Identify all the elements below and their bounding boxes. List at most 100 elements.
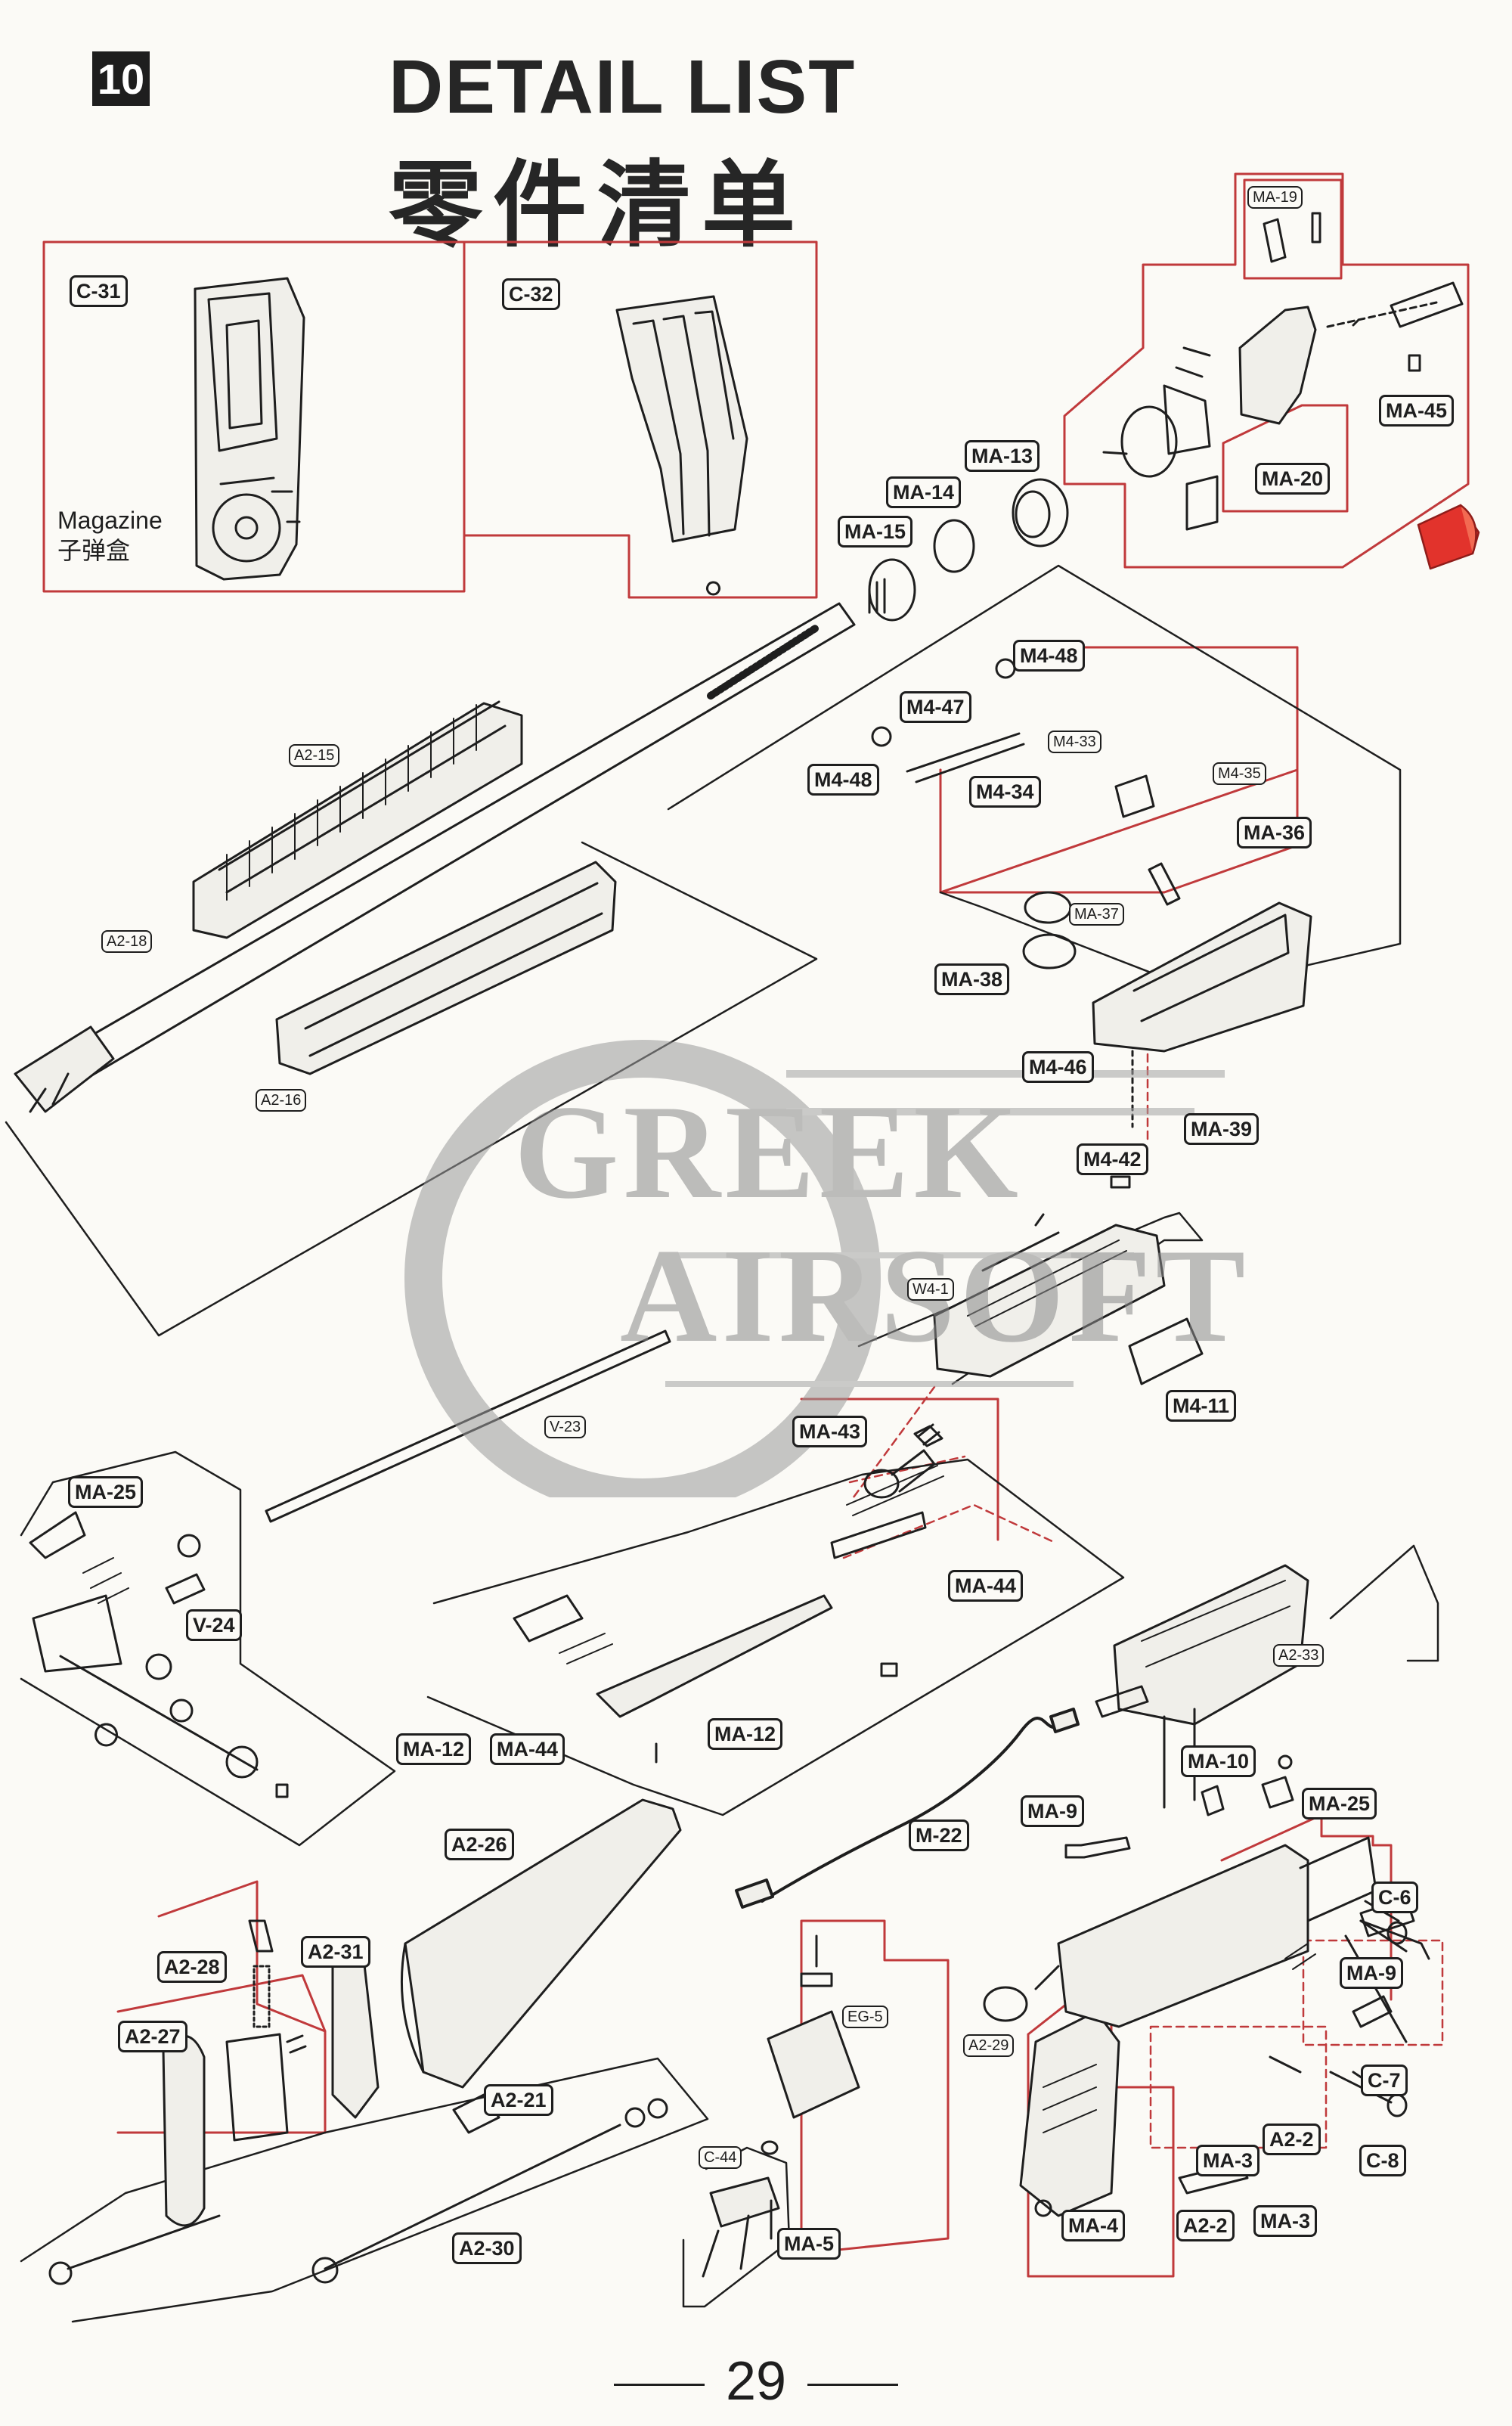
part-tag-m435: M4-35 <box>1213 762 1266 785</box>
outline-charging-handle <box>426 1458 1125 1816</box>
part-tag-a22b: A2-2 <box>1176 2210 1235 2241</box>
outline-lower <box>1329 1544 1439 1662</box>
part-tag-m448b: M4-48 <box>807 764 879 796</box>
part-tag-a218: A2-18 <box>101 930 153 953</box>
part-tag-m447: M4-47 <box>900 691 971 723</box>
part-tag-ma9b: MA-9 <box>1340 1957 1403 1989</box>
part-tag-v24: V-24 <box>186 1609 242 1641</box>
piston-art <box>863 1423 940 1499</box>
part-tag-m434: M4-34 <box>969 776 1041 808</box>
part-tag-ma12a: MA-12 <box>708 1718 783 1750</box>
part-tag-m448a: M4-48 <box>1013 640 1085 672</box>
motor-art <box>761 1934 860 2155</box>
part-tag-c7: C-7 <box>1361 2065 1408 2096</box>
part-tag-a230: A2-30 <box>452 2232 522 2264</box>
part-tag-a215: A2-15 <box>289 744 340 767</box>
outline-ma12 <box>20 1450 396 1847</box>
part-tag-a216: A2-16 <box>256 1089 307 1112</box>
part-tag-c44: C-44 <box>699 2146 742 2169</box>
part-tag-ma37: MA-37 <box>1069 903 1124 926</box>
part-tag-c8: C-8 <box>1359 2145 1406 2176</box>
part-tag-w41: W4-1 <box>907 1278 954 1301</box>
part-tag-a233: A2-33 <box>1273 1644 1325 1667</box>
outline-c44 <box>682 2146 791 2308</box>
part-tag-ma10: MA-10 <box>1181 1745 1256 1777</box>
part-tag-m433: M4-33 <box>1048 731 1101 753</box>
magazine-label: Magazine 子弹盒 <box>57 505 163 566</box>
magazine-label-en: Magazine <box>57 507 163 534</box>
part-tag-a227: A2-27 <box>118 2021 187 2052</box>
part-tag-a231: A2-31 <box>301 1936 370 1968</box>
part-tag-ma38: MA-38 <box>934 963 1010 995</box>
frame-buttpad <box>116 1974 327 2134</box>
front-sight-art <box>1102 212 1464 531</box>
part-tag-a228: A2-28 <box>157 1951 227 1983</box>
part-tag-v23: V-23 <box>544 1416 587 1438</box>
inner-barrel-art <box>14 602 856 1113</box>
part-tag-ma13: MA-13 <box>965 440 1040 472</box>
page-title: DETAIL LIST <box>389 45 857 129</box>
part-tag-ma5: MA-5 <box>777 2228 841 2260</box>
part-tag-m22: M-22 <box>909 1820 969 1851</box>
magazine-label-zh: 子弹盒 <box>57 537 131 564</box>
part-tag-a22a: A2-2 <box>1263 2124 1321 2155</box>
part-tag-ma36: MA-36 <box>1237 817 1312 848</box>
upper-receiver-art <box>933 1175 1204 1385</box>
part-tag-ma3b: MA-3 <box>1253 2205 1317 2237</box>
page-number-rule-right <box>807 2384 899 2387</box>
frame-ma20 <box>1222 404 1349 513</box>
part-tag-ma12b: MA-12 <box>396 1733 472 1765</box>
part-tag-ma45: MA-45 <box>1379 395 1455 427</box>
part-tag-ma3a: MA-3 <box>1196 2145 1259 2176</box>
hopup-rings-art <box>868 478 1069 622</box>
part-tag-ma15: MA-15 <box>838 516 913 548</box>
stock-art <box>400 1798 682 2134</box>
pistol-grip-art <box>1019 2010 1120 2217</box>
part-tag-c31: C-31 <box>70 275 128 307</box>
gearbox-art <box>1095 1564 1309 1809</box>
handguards-art <box>192 700 617 1075</box>
part-tag-ma4: MA-4 <box>1061 2210 1125 2241</box>
group-frames <box>42 172 1470 2278</box>
group-outlines <box>5 564 1439 2323</box>
frame-ma19 <box>1243 178 1343 280</box>
selector-parts-art <box>29 1511 289 1798</box>
stock-rod-art <box>48 2098 668 2285</box>
page-number-value: 29 <box>725 2351 787 2412</box>
part-tag-m411: M4-11 <box>1166 1390 1237 1422</box>
part-tag-m446: M4-46 <box>1022 1051 1094 1083</box>
part-tag-ma43: MA-43 <box>792 1416 868 1447</box>
red-outer-barrel <box>1417 504 1480 570</box>
magazine-c31-art <box>194 277 305 581</box>
part-tag-ma39: MA-39 <box>1184 1113 1259 1145</box>
part-tag-ma44a: MA-44 <box>948 1570 1024 1602</box>
part-tag-eg5: EG-5 <box>842 2006 888 2028</box>
part-tag-c6: C-6 <box>1371 1882 1418 1913</box>
frame-stock <box>157 1880 327 2033</box>
outline-barrel-group <box>5 841 818 1337</box>
guide-rod-art <box>265 1329 671 1523</box>
part-tag-ma20: MA-20 <box>1255 463 1331 495</box>
part-tag-ma9a: MA-9 <box>1021 1795 1084 1827</box>
frame-c32 <box>463 240 818 599</box>
trigger-parts-art <box>1064 1754 1408 2028</box>
magazine-c32-art <box>615 295 748 596</box>
part-tag-c32: C-32 <box>502 278 560 310</box>
part-tag-a226: A2-26 <box>445 1829 514 1860</box>
charging-handle-art <box>513 1425 944 1764</box>
outline-upper-group <box>667 564 1402 992</box>
page-number-rule-left <box>613 2384 705 2387</box>
frame-front-sight <box>1063 172 1470 569</box>
part-tag-ma25a: MA-25 <box>68 1476 144 1508</box>
part-tag-ma14: MA-14 <box>886 476 962 508</box>
part-tag-ma19: MA-19 <box>1247 186 1303 209</box>
page-number: 29 <box>0 2350 1512 2412</box>
wiring-art <box>735 1708 1080 1909</box>
part-tag-m442: M4-42 <box>1077 1143 1148 1175</box>
part-tag-a229: A2-29 <box>963 2034 1015 2057</box>
buttplate-art <box>162 1919 380 2227</box>
part-tag-ma44b: MA-44 <box>490 1733 565 1765</box>
part-tag-ma25b: MA-25 <box>1302 1788 1377 1820</box>
